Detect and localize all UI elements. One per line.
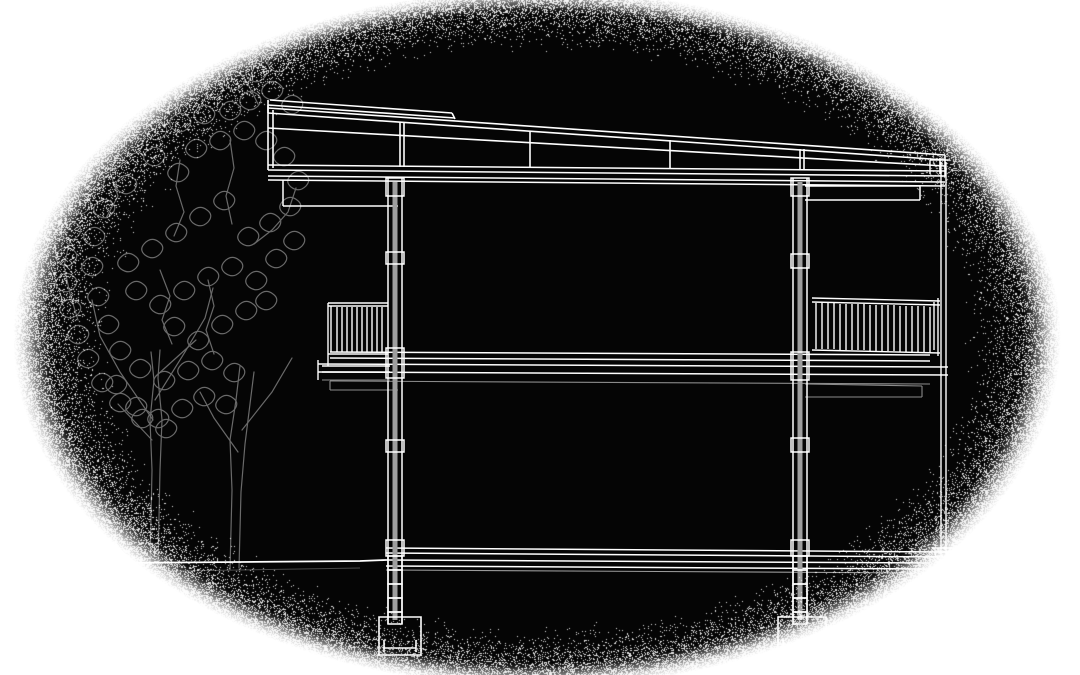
left-column — [386, 178, 404, 624]
left-footing — [379, 617, 421, 655]
left-balcony-railing — [318, 303, 390, 380]
upper-floor-slab — [268, 176, 945, 206]
grade-line-hidden — [120, 568, 360, 572]
right-footing — [778, 617, 826, 655]
ground-floor-slab — [386, 548, 948, 573]
right-balcony-railing — [812, 298, 940, 356]
mid-floor-slab — [318, 352, 948, 397]
right-column — [791, 178, 809, 624]
right-curtain-wall — [930, 160, 952, 561]
shed-roof-truss — [268, 100, 945, 176]
